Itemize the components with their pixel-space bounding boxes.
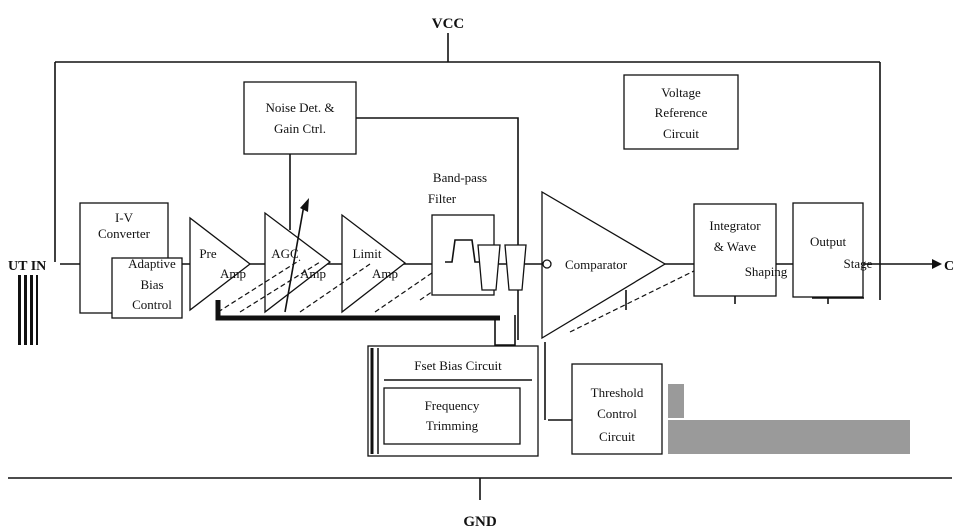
output-arrow-icon	[932, 259, 942, 269]
threshold-line1: Threshold	[591, 385, 644, 400]
adaptive-bias-line2: Bias	[140, 277, 163, 292]
bandpass-curve-icon	[445, 239, 482, 263]
output-stage-line1: Output	[810, 234, 847, 249]
limit-amp-triangle	[341, 213, 407, 314]
comparator-triangle	[541, 190, 667, 340]
freq-trim-line1: Frequency	[425, 398, 480, 413]
agc-amp-triangle	[264, 211, 332, 314]
input-bar	[18, 275, 21, 345]
threshold-block	[571, 363, 663, 455]
limit-amp-line2: Amp	[372, 266, 398, 281]
noise-det-line1: Noise Det. &	[266, 100, 335, 115]
voltage-ref-line2: Reference	[655, 105, 708, 120]
integrator-line3: Shaping	[745, 264, 788, 279]
integrator-line1: Integrator	[709, 218, 761, 233]
agc-arrow-icon	[300, 198, 309, 212]
vcc-label: VCC	[432, 16, 465, 32]
adaptive-bias-line3: Control	[132, 297, 172, 312]
agc-control-arrow	[284, 204, 305, 313]
gray-block-large	[668, 420, 910, 454]
integrator-line2: & Wave	[714, 239, 757, 254]
bandpass-line1: Band-pass	[433, 170, 487, 185]
comparator-input-node	[542, 259, 552, 269]
adaptive-bias-block	[111, 257, 183, 319]
filter-shape	[477, 244, 501, 291]
voltage-ref-block	[623, 74, 739, 150]
preamp-line1: Pre	[199, 246, 217, 261]
offset-bias-label: Fset Bias Circuit	[414, 358, 502, 373]
voltage-ref-line1: Voltage	[661, 85, 701, 100]
output-stage-line2: Stage	[844, 256, 873, 271]
threshold-line2: Control	[597, 406, 637, 421]
input-bar	[24, 275, 27, 345]
iv-converter-line1: I-V	[115, 210, 134, 225]
output-label: C	[944, 259, 954, 274]
output-stage-block	[792, 202, 864, 298]
preamp-triangle	[189, 216, 252, 312]
agc-amp-line2: Amp	[300, 266, 326, 281]
adaptive-bias-line1: Adaptive	[128, 256, 176, 271]
input-bar	[36, 275, 38, 345]
gnd-label: GND	[463, 514, 497, 530]
bias-bus-tap	[494, 315, 516, 346]
limit-amp-line1: Limit	[353, 246, 382, 261]
preamp-line2: Amp	[220, 266, 246, 281]
iv-converter-line2: Converter	[98, 226, 151, 241]
input-bar	[30, 275, 33, 345]
integrator-block	[693, 203, 777, 297]
agc-amp-line1: AGC	[271, 246, 298, 261]
noise-det-line2: Gain Ctrl.	[274, 121, 326, 136]
noise-det-block	[243, 81, 357, 155]
voltage-ref-line3: Circuit	[663, 126, 699, 141]
bias-bus	[215, 300, 500, 321]
freq-trim-line2: Trimming	[426, 418, 479, 433]
filter-shape-2	[504, 244, 527, 291]
bandpass-line2: Filter	[428, 191, 457, 206]
threshold-line3: Circuit	[599, 429, 635, 444]
gray-block-small	[668, 384, 684, 418]
comparator-label: Comparator	[565, 257, 628, 272]
freq-trim-block	[383, 387, 521, 445]
input-label: UT IN	[8, 259, 46, 274]
